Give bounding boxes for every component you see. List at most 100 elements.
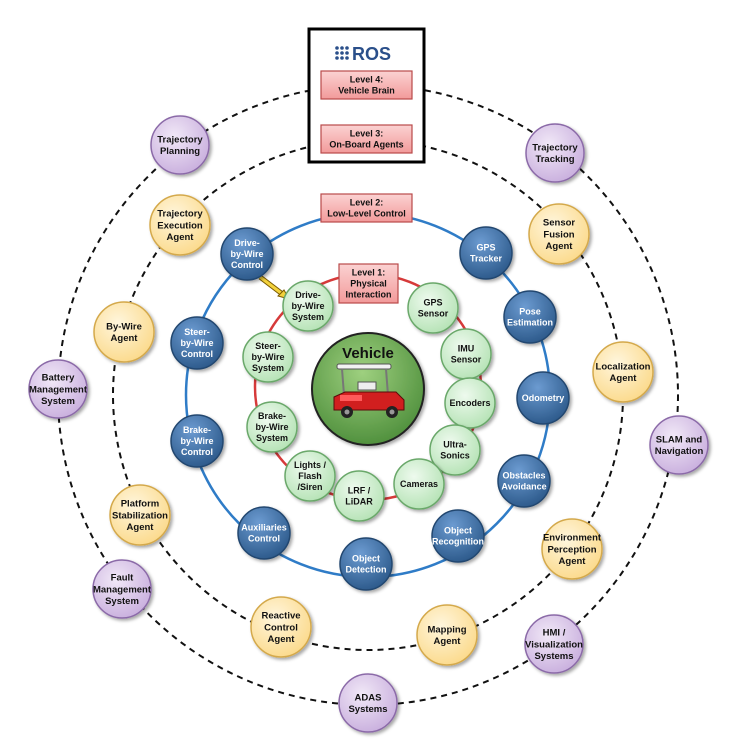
level1-label-line: Level 1: <box>352 268 386 278</box>
node-label-line: System <box>292 312 324 322</box>
node-circle <box>592 341 654 403</box>
node-label-line: ADAS <box>355 693 382 704</box>
node-circle <box>150 115 210 175</box>
node-label-line: Avoidance <box>501 482 546 492</box>
node-label-line: Localization <box>596 362 651 373</box>
node-circle <box>250 596 312 658</box>
node-label-line: Detection <box>345 565 386 575</box>
node-label-line: System <box>105 596 139 607</box>
node-circle <box>28 359 88 419</box>
node-encoders: Encoders <box>444 377 496 429</box>
node-label-line: Ultra- <box>443 440 467 450</box>
node-label-line: GPS <box>423 298 442 308</box>
node-circle <box>649 415 709 475</box>
node-odometry: Odometry <box>516 371 570 425</box>
node-circle <box>338 673 398 733</box>
node-label-line: Control <box>248 534 280 544</box>
node-label-line: Drive- <box>234 238 260 248</box>
node-label-line: /Siren <box>297 482 322 492</box>
node-circle <box>525 123 585 183</box>
node-label-line: Tracker <box>470 254 503 264</box>
node-circle <box>541 518 603 580</box>
node-label-line: System <box>256 433 288 443</box>
ros-logo-text: ROS <box>352 44 391 64</box>
node-circle <box>416 604 478 666</box>
node-label-line: Tracking <box>535 154 574 165</box>
node-label-line: by-Wire <box>181 338 214 348</box>
node-label-line: Brake- <box>183 425 211 435</box>
node-label-line: LRF / <box>348 486 371 496</box>
level4-label-box <box>320 70 413 100</box>
node-label-line: Trajectory <box>532 143 578 154</box>
node-label-line: Trajectory <box>157 135 203 146</box>
node-label-line: System <box>41 396 75 407</box>
node-label-line: Agent <box>434 636 462 647</box>
node-ultra-sonics: Ultra-Sonics <box>429 424 481 476</box>
node-label-line: Visualization <box>525 639 583 650</box>
node-circle <box>149 194 211 256</box>
node-circle <box>246 401 298 453</box>
level2-label-line: Level 2: <box>350 198 384 208</box>
node-label-line: Auxiliaries <box>241 523 287 533</box>
node-circle <box>109 484 171 546</box>
node-label-line: IMU <box>458 344 475 354</box>
node-label-line: Sensor <box>451 355 482 365</box>
node-label-line: Battery <box>42 373 75 384</box>
node-label-line: Mapping <box>427 625 466 636</box>
level2-label: Level 2:Low-Level Control <box>320 193 413 223</box>
node-circle <box>92 559 152 619</box>
node-label-line: Encoders <box>449 398 490 408</box>
node-label-line: Sensor <box>418 309 449 319</box>
node-circle <box>503 290 557 344</box>
node-circle <box>528 203 590 265</box>
node-label-line: Object <box>444 526 472 536</box>
node-circle <box>431 509 485 563</box>
level3-label-line: Level 3: <box>350 129 384 139</box>
node-label-line: Systems <box>348 704 387 715</box>
node-label-line: Pose <box>519 307 541 317</box>
node-label-line: Trajectory <box>157 209 203 220</box>
node-label-line: By-Wire <box>106 322 142 333</box>
node-circle <box>524 614 584 674</box>
node-label-line: Agent <box>111 333 139 344</box>
node-lrf-lidar: LRF /LiDAR <box>333 470 385 522</box>
node-label-line: Flash <box>298 471 322 481</box>
node-label-line: Cameras <box>400 479 438 489</box>
node-circle <box>284 450 336 502</box>
level4-label: Level 4:Vehicle Brain <box>320 70 413 100</box>
level1-label-line: Interaction <box>345 290 391 300</box>
golf-cart-icon <box>333 363 405 418</box>
level2-label-line: Low-Level Control <box>327 209 406 219</box>
node-label-line: Environment <box>543 533 602 544</box>
vehicle-title: Vehicle <box>342 345 394 362</box>
node-circle <box>170 316 224 370</box>
node-label-line: Stabilization <box>112 510 168 521</box>
node-label-line: Systems <box>534 651 573 662</box>
node-circle <box>93 301 155 363</box>
node-circle <box>333 470 385 522</box>
node-label-line: Agent <box>546 241 574 252</box>
node-label-line: Estimation <box>507 318 553 328</box>
